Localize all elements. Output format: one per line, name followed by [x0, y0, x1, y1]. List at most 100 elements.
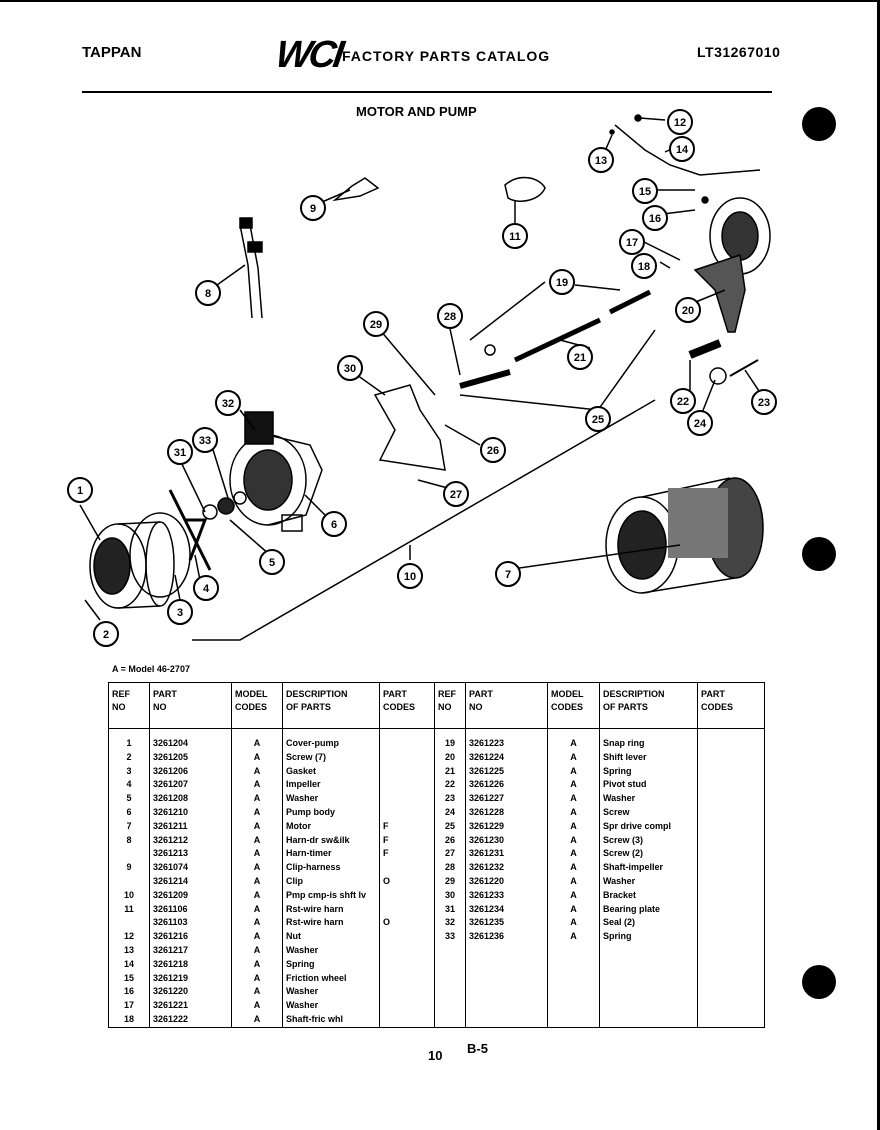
- svg-text:13: 13: [595, 155, 607, 167]
- svg-text:26: 26: [487, 445, 499, 457]
- clip-drawing: [504, 176, 546, 202]
- callout-13: 13: [588, 147, 614, 173]
- ref-numbers-left: 1 2 3 4 5 6 7 8 9 10 11 12 13 14 15 16 1…: [108, 728, 150, 1028]
- page-number: 10: [428, 1048, 443, 1063]
- callout-18: 18: [631, 253, 657, 279]
- svg-text:20: 20: [682, 305, 694, 317]
- svg-text:5: 5: [269, 557, 275, 569]
- callout-20: 20: [675, 297, 701, 323]
- callout-23: 23: [751, 389, 777, 415]
- binder-hole-bottom: [802, 965, 836, 999]
- svg-text:18: 18: [638, 261, 650, 273]
- svg-text:12: 12: [674, 117, 686, 129]
- header-model-codes: MODEL CODES: [231, 682, 283, 729]
- catalog-number: LT31267010: [697, 44, 781, 60]
- svg-text:1: 1: [77, 485, 83, 497]
- spring-drawing: [614, 124, 761, 176]
- part-codes-right: [697, 728, 765, 1028]
- svg-text:33: 33: [199, 435, 211, 447]
- exploded-parts-diagram: 1 2 3 4 5 6 7 8 9 10 11 12 13 14 15 16 1…: [67, 109, 777, 647]
- table-header-row: REF NO PART NO MODEL CODES DESCRIPTION O…: [108, 682, 765, 729]
- callout-33: 33: [192, 427, 218, 453]
- model-note: A = Model 46-2707: [112, 664, 190, 674]
- motor-drawing: [605, 477, 764, 594]
- callout-15: 15: [632, 178, 658, 204]
- wci-logo: WCI: [273, 34, 344, 76]
- svg-text:23: 23: [758, 397, 770, 409]
- callout-17: 17: [619, 229, 645, 255]
- svg-text:19: 19: [556, 277, 568, 289]
- descriptions-right: Snap ring Shift lever Spring Pivot stud …: [599, 728, 698, 1028]
- callout-31: 31: [167, 439, 193, 465]
- svg-text:7: 7: [505, 569, 511, 581]
- svg-text:15: 15: [639, 186, 651, 198]
- svg-text:9: 9: [310, 203, 316, 215]
- callout-5: 5: [259, 549, 285, 575]
- callout-2: 2: [93, 621, 119, 647]
- header-description: DESCRIPTION OF PARTS: [282, 682, 380, 729]
- header-part-codes-right: PART CODES: [697, 682, 765, 729]
- table-body-row: 1 2 3 4 5 6 7 8 9 10 11 12 13 14 15 16 1…: [108, 728, 765, 1028]
- header-ref-no: REF NO: [108, 682, 150, 729]
- harness-drawing: [239, 224, 263, 319]
- callout-27: 27: [443, 481, 469, 507]
- callout-3: 3: [167, 599, 193, 625]
- gasket-drawing: [129, 512, 191, 598]
- callout-19: 19: [549, 269, 575, 295]
- svg-text:11: 11: [509, 231, 521, 243]
- descriptions-left: Cover-pump Screw (7) Gasket Impeller Was…: [282, 728, 380, 1028]
- callout-7: 7: [495, 561, 521, 587]
- callout-12: 12: [667, 109, 693, 135]
- svg-text:4: 4: [203, 583, 210, 595]
- catalog-title: FACTORY PARTS CATALOG: [342, 48, 551, 64]
- clip-harness-drawing: [332, 177, 380, 202]
- model-codes-right: A A A A A A A A A A A A A A A: [547, 728, 600, 1028]
- svg-text:29: 29: [370, 319, 382, 331]
- parts-table: REF NO PART NO MODEL CODES DESCRIPTION O…: [108, 682, 765, 1028]
- header-part-no: PART NO: [149, 682, 232, 729]
- header-model-codes-right: MODEL CODES: [547, 682, 600, 729]
- binder-hole-top: [802, 107, 836, 141]
- friction-wheel-drawing: [693, 196, 771, 333]
- pump-body-drawing: [229, 411, 323, 532]
- svg-text:10: 10: [404, 571, 416, 583]
- header-part-no-right: PART NO: [465, 682, 548, 729]
- callout-25: 25: [585, 406, 611, 432]
- svg-text:27: 27: [450, 489, 462, 501]
- page-border-top: [0, 0, 880, 2]
- callout-6: 6: [321, 511, 347, 537]
- callout-1: 1: [67, 477, 93, 503]
- callout-11: 11: [502, 223, 528, 249]
- page-border-right: [877, 0, 880, 1130]
- svg-text:22: 22: [677, 396, 689, 408]
- header-description-right: DESCRIPTION OF PARTS: [599, 682, 698, 729]
- svg-text:17: 17: [626, 237, 638, 249]
- callout-24: 24: [687, 410, 713, 436]
- pump-cover-drawing: [89, 521, 175, 609]
- callout-22: 22: [670, 388, 696, 414]
- callout-16: 16: [642, 205, 668, 231]
- ref-numbers-right: 19 20 21 22 23 24 25 26 27 28 29 30 31 3…: [434, 728, 466, 1028]
- section-title: MOTOR AND PUMP: [356, 104, 477, 119]
- svg-text:28: 28: [444, 311, 456, 323]
- impeller-shaft-drawing: [459, 369, 511, 389]
- callout-8: 8: [195, 280, 221, 306]
- callout-21: 21: [567, 344, 593, 370]
- binder-hole-middle: [802, 537, 836, 571]
- callout-30: 30: [337, 355, 363, 381]
- svg-text:3: 3: [177, 607, 183, 619]
- section-code: B-5: [467, 1041, 488, 1056]
- part-codes-left: F F F O O: [379, 728, 435, 1028]
- model-codes-left: A A A A A A A A A A A A A A A A A A A A …: [231, 728, 283, 1028]
- svg-text:32: 32: [222, 398, 234, 410]
- svg-text:8: 8: [205, 288, 211, 300]
- svg-text:16: 16: [649, 213, 661, 225]
- callout-9: 9: [300, 195, 326, 221]
- svg-text:6: 6: [331, 519, 337, 531]
- svg-text:21: 21: [574, 352, 586, 364]
- svg-text:30: 30: [344, 363, 356, 375]
- svg-text:25: 25: [592, 414, 604, 426]
- header-rule: [82, 91, 772, 93]
- callout-14: 14: [669, 136, 695, 162]
- callout-32: 32: [215, 390, 241, 416]
